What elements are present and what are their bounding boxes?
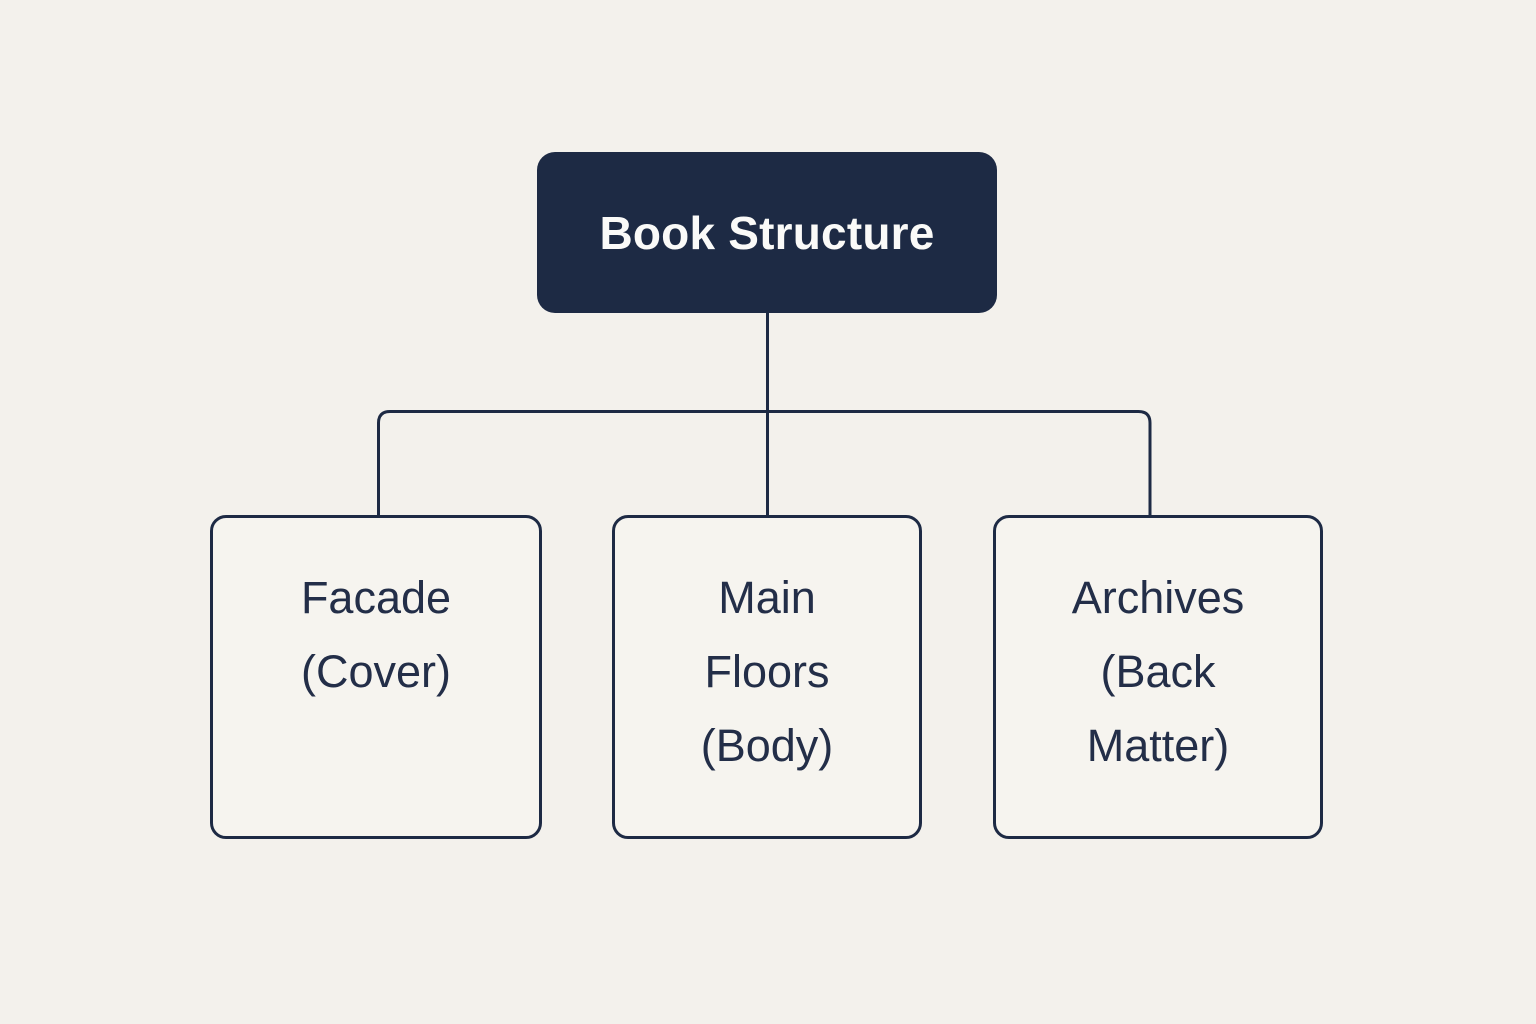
node-facade-line-1: Facade (300, 572, 452, 623)
node-main-floors-line-2: Floors (704, 646, 830, 697)
node-book-structure-label: Book Structure (599, 206, 935, 259)
node-archives: Archives (Back Matter) (993, 515, 1323, 839)
node-main-floors-line-3: (Body) (700, 720, 834, 771)
node-archives-line-2: (Back (1100, 646, 1216, 697)
node-archives-line-1: Archives (1071, 572, 1245, 623)
node-facade: Facade (Cover) (210, 515, 542, 839)
node-archives-line-3: Matter) (1086, 720, 1230, 771)
node-book-structure: Book Structure (537, 152, 997, 313)
node-main-floors: Main Floors (Body) (612, 515, 922, 839)
node-main-floors-line-1: Main (718, 572, 816, 623)
node-facade-line-2: (Cover) (300, 646, 451, 697)
